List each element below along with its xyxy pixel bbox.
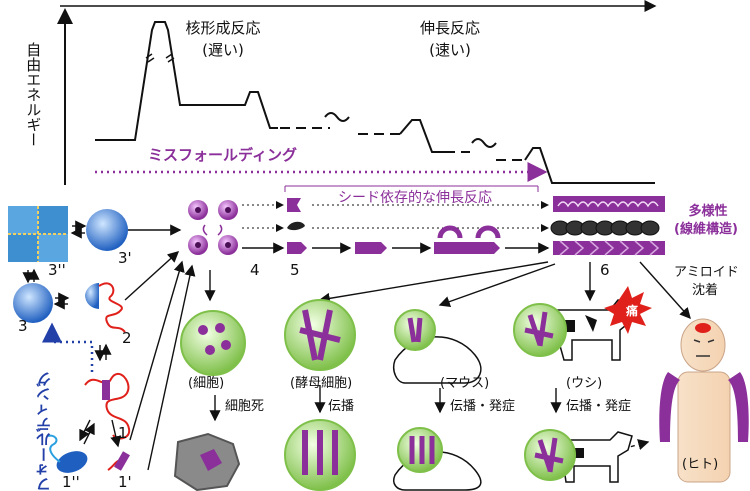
cow-title: (ウシ) — [566, 376, 603, 391]
seed-elongation-label: シード依存的な伸長反応 — [338, 190, 492, 206]
native-lattice — [8, 206, 68, 262]
human-title: (ヒト) — [682, 457, 719, 472]
yeast-cell-upper — [284, 299, 356, 371]
label-1: 1 — [118, 424, 128, 442]
folding-label: フォールディング — [35, 372, 53, 491]
cell-with-aggregates — [180, 310, 246, 376]
human-figure — [659, 318, 749, 483]
native-monomer-3p — [86, 209, 128, 251]
mouse-title: (マウス) — [440, 376, 490, 391]
native-monomer-3 — [13, 283, 53, 323]
label-2: 2 — [122, 329, 132, 347]
folding-arrow — [42, 322, 94, 372]
mature-fibrils — [550, 196, 665, 256]
seed-bracket — [284, 185, 539, 192]
free-energy-axis-label: 自由エネルギー — [24, 42, 43, 147]
propagation-arrows — [204, 261, 691, 456]
cell-title: (細胞) — [188, 376, 225, 391]
folded-1pp — [56, 451, 88, 473]
yeast-title: (酵母細胞) — [290, 376, 353, 391]
amyloid-deposit-2: 沈着 — [692, 283, 719, 298]
yeast-cell-lower — [284, 419, 356, 491]
yeast-caption: 伝播 — [328, 399, 355, 414]
nucleation-speed: (遅い) — [202, 41, 244, 59]
mouse-with-fibrils — [393, 309, 482, 384]
cow-with-fibrils — [513, 286, 652, 361]
elongation-speed: (速い) — [429, 41, 471, 59]
oligomer-cluster-4 — [188, 200, 238, 255]
cow-lower — [524, 429, 633, 483]
label-3pp: 3'' — [48, 261, 66, 279]
mouse-lower — [393, 427, 482, 491]
seed-pathways — [242, 198, 550, 254]
label-1pp: 1'' — [62, 473, 80, 491]
polymorphism-label: 多様性 — [688, 204, 728, 219]
misfolding-label: ミスフォールディング — [148, 146, 297, 164]
label-1p: 1' — [118, 473, 132, 491]
energy-axes — [57, 0, 657, 185]
equilibrium-arrows — [22, 220, 196, 471]
label-6: 6 — [600, 261, 610, 279]
cell-death: 細胞死 — [225, 399, 265, 414]
label-3p: 3' — [118, 249, 132, 267]
elongation-label: 伸長反応 — [419, 19, 480, 37]
label-4: 4 — [250, 261, 260, 279]
mouse-caption: 伝播・発症 — [450, 399, 516, 414]
polymorphism-sub: (線維構造) — [674, 222, 738, 237]
label-3: 3 — [18, 317, 28, 335]
amyloid-deposit-1: アミロイド — [674, 265, 739, 280]
nucleation-label: 核形成反応 — [185, 19, 261, 37]
partially-unfolded-2 — [85, 282, 99, 309]
pain-label: 痛 — [626, 304, 639, 318]
label-5: 5 — [290, 261, 300, 279]
cow-caption: 伝播・発症 — [566, 399, 632, 414]
energy-curve — [95, 21, 655, 184]
